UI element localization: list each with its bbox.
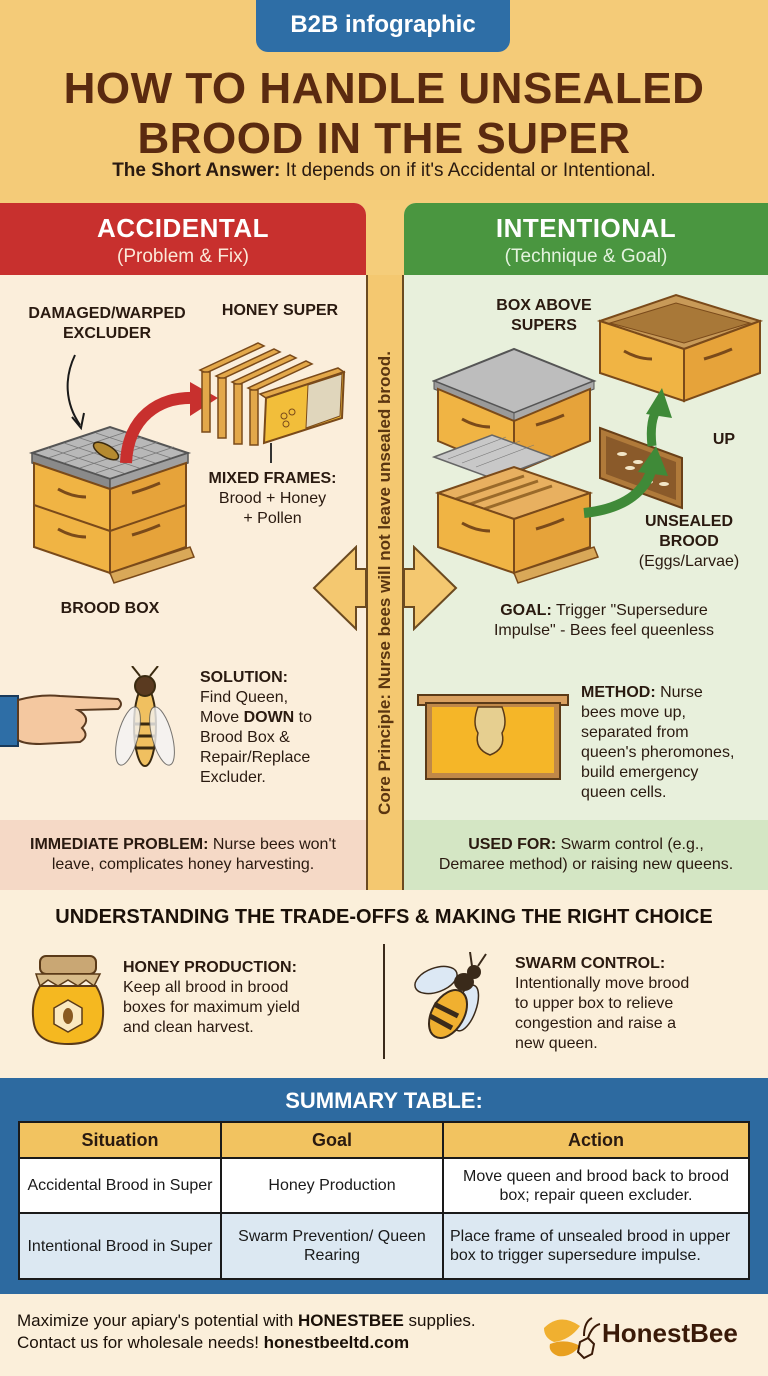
green-move-up-arrows-icon [583,388,672,518]
summary-table: Situation Goal Action Accidental Brood i… [18,1121,750,1280]
immediate-problem-text: IMMEDIATE PROBLEM: Nurse bees won't leav… [30,836,336,873]
table-cell: Accidental Brood in Super [18,1157,222,1214]
pointer-arrow-icon [66,354,85,431]
summary-heading: SUMMARY TABLE: [285,1088,483,1113]
intentional-header: INTENTIONAL (Technique & Goal) [404,203,768,275]
honey-jar-icon [31,955,105,1046]
table-cell: Place frame of unsealed brood in upper b… [442,1212,750,1280]
category-badge: B2B infographic [256,0,510,52]
goal-text: GOAL: Trigger "Supersedure Impulse" - Be… [493,602,715,639]
worker-bee-icon [414,952,487,1039]
honestbee-logo: HonestBee [540,1308,760,1362]
short-answer: The Short Answer: It depends on if it's … [112,160,656,181]
table-cell: Intentional Brood in Super [18,1212,222,1280]
column-header: Action [442,1121,750,1159]
mixed-frames-label: MIXED FRAMES: Brood + Honey + Pollen [208,470,337,527]
footer-cta: Maximize your apiary's potential with HO… [17,1311,476,1352]
empty-upper-box-icon [596,293,764,403]
logo-text: HonestBee [602,1318,738,1348]
queen-cell-frame-icon [417,694,569,780]
website-link[interactable]: honestbeeltd.com [263,1333,410,1352]
table-row: Intentional Brood in Super Swarm Prevent… [18,1212,750,1280]
used-for-text: USED FOR: Swarm control (e.g., Demaree m… [438,836,734,873]
double-arrow-icon [312,545,458,631]
hand-pointing-queen-icon [0,666,175,767]
table-header-row: Situation Goal Action [18,1121,750,1159]
frame-pointer-line [270,443,272,463]
accidental-panel: ACCIDENTAL (Problem & Fix) DAMAGED/WARPE… [0,203,366,890]
summary-section: SUMMARY TABLE: Situation Goal Action Acc… [0,1078,768,1292]
intentional-panel: INTENTIONAL (Technique & Goal) BOX ABOVE… [404,203,768,890]
up-label: UP [712,431,736,448]
honey-production-text: HONEY PRODUCTION: Keep all brood in broo… [123,959,300,1036]
brood-box-hive-icon [28,425,195,584]
accidental-header: ACCIDENTAL (Problem & Fix) [0,203,366,275]
table-cell: Swarm Prevention/ Queen Rearing [220,1212,444,1280]
tradeoffs-section: UNDERSTANDING THE TRADE-OFFS & MAKING TH… [0,890,768,1078]
table-cell: Honey Production [220,1157,444,1214]
immediate-problem-band: IMMEDIATE PROBLEM: Nurse bees won't leav… [0,820,366,890]
honey-super-frames-icon [198,342,346,446]
tradeoffs-separator [383,944,385,1059]
header: B2B infographic HOW TO HANDLE UNSEALED B… [0,0,768,200]
footer: Maximize your apiary's potential with HO… [0,1292,768,1376]
tradeoffs-heading: UNDERSTANDING THE TRADE-OFFS & MAKING TH… [55,906,713,928]
bee-logo-icon [544,1317,601,1360]
solution-text: SOLUTION: Find Queen, Move DOWN to Brood… [200,669,313,786]
brood-box-label: BROOD BOX [60,600,160,617]
column-header: Situation [18,1121,222,1159]
page-title: HOW TO HANDLE UNSEALED BROOD IN THE SUPE… [63,64,705,163]
table-row: Accidental Brood in Super Honey Producti… [18,1157,750,1214]
stacked-hive-icon [432,347,599,584]
method-text: METHOD: Nurse bees move up, separated fr… [581,684,735,801]
table-cell: Move queen and brood back to brood box; … [442,1157,750,1214]
unsealed-brood-label: UNSEALED BROOD (Eggs/Larvae) [638,513,740,570]
honey-super-label: HONEY SUPER [221,302,339,319]
swarm-control-text: SWARM CONTROL: Intentionally move brood … [515,955,690,1052]
column-header: Goal [220,1121,444,1159]
used-for-band: USED FOR: Swarm control (e.g., Demaree m… [404,820,768,890]
